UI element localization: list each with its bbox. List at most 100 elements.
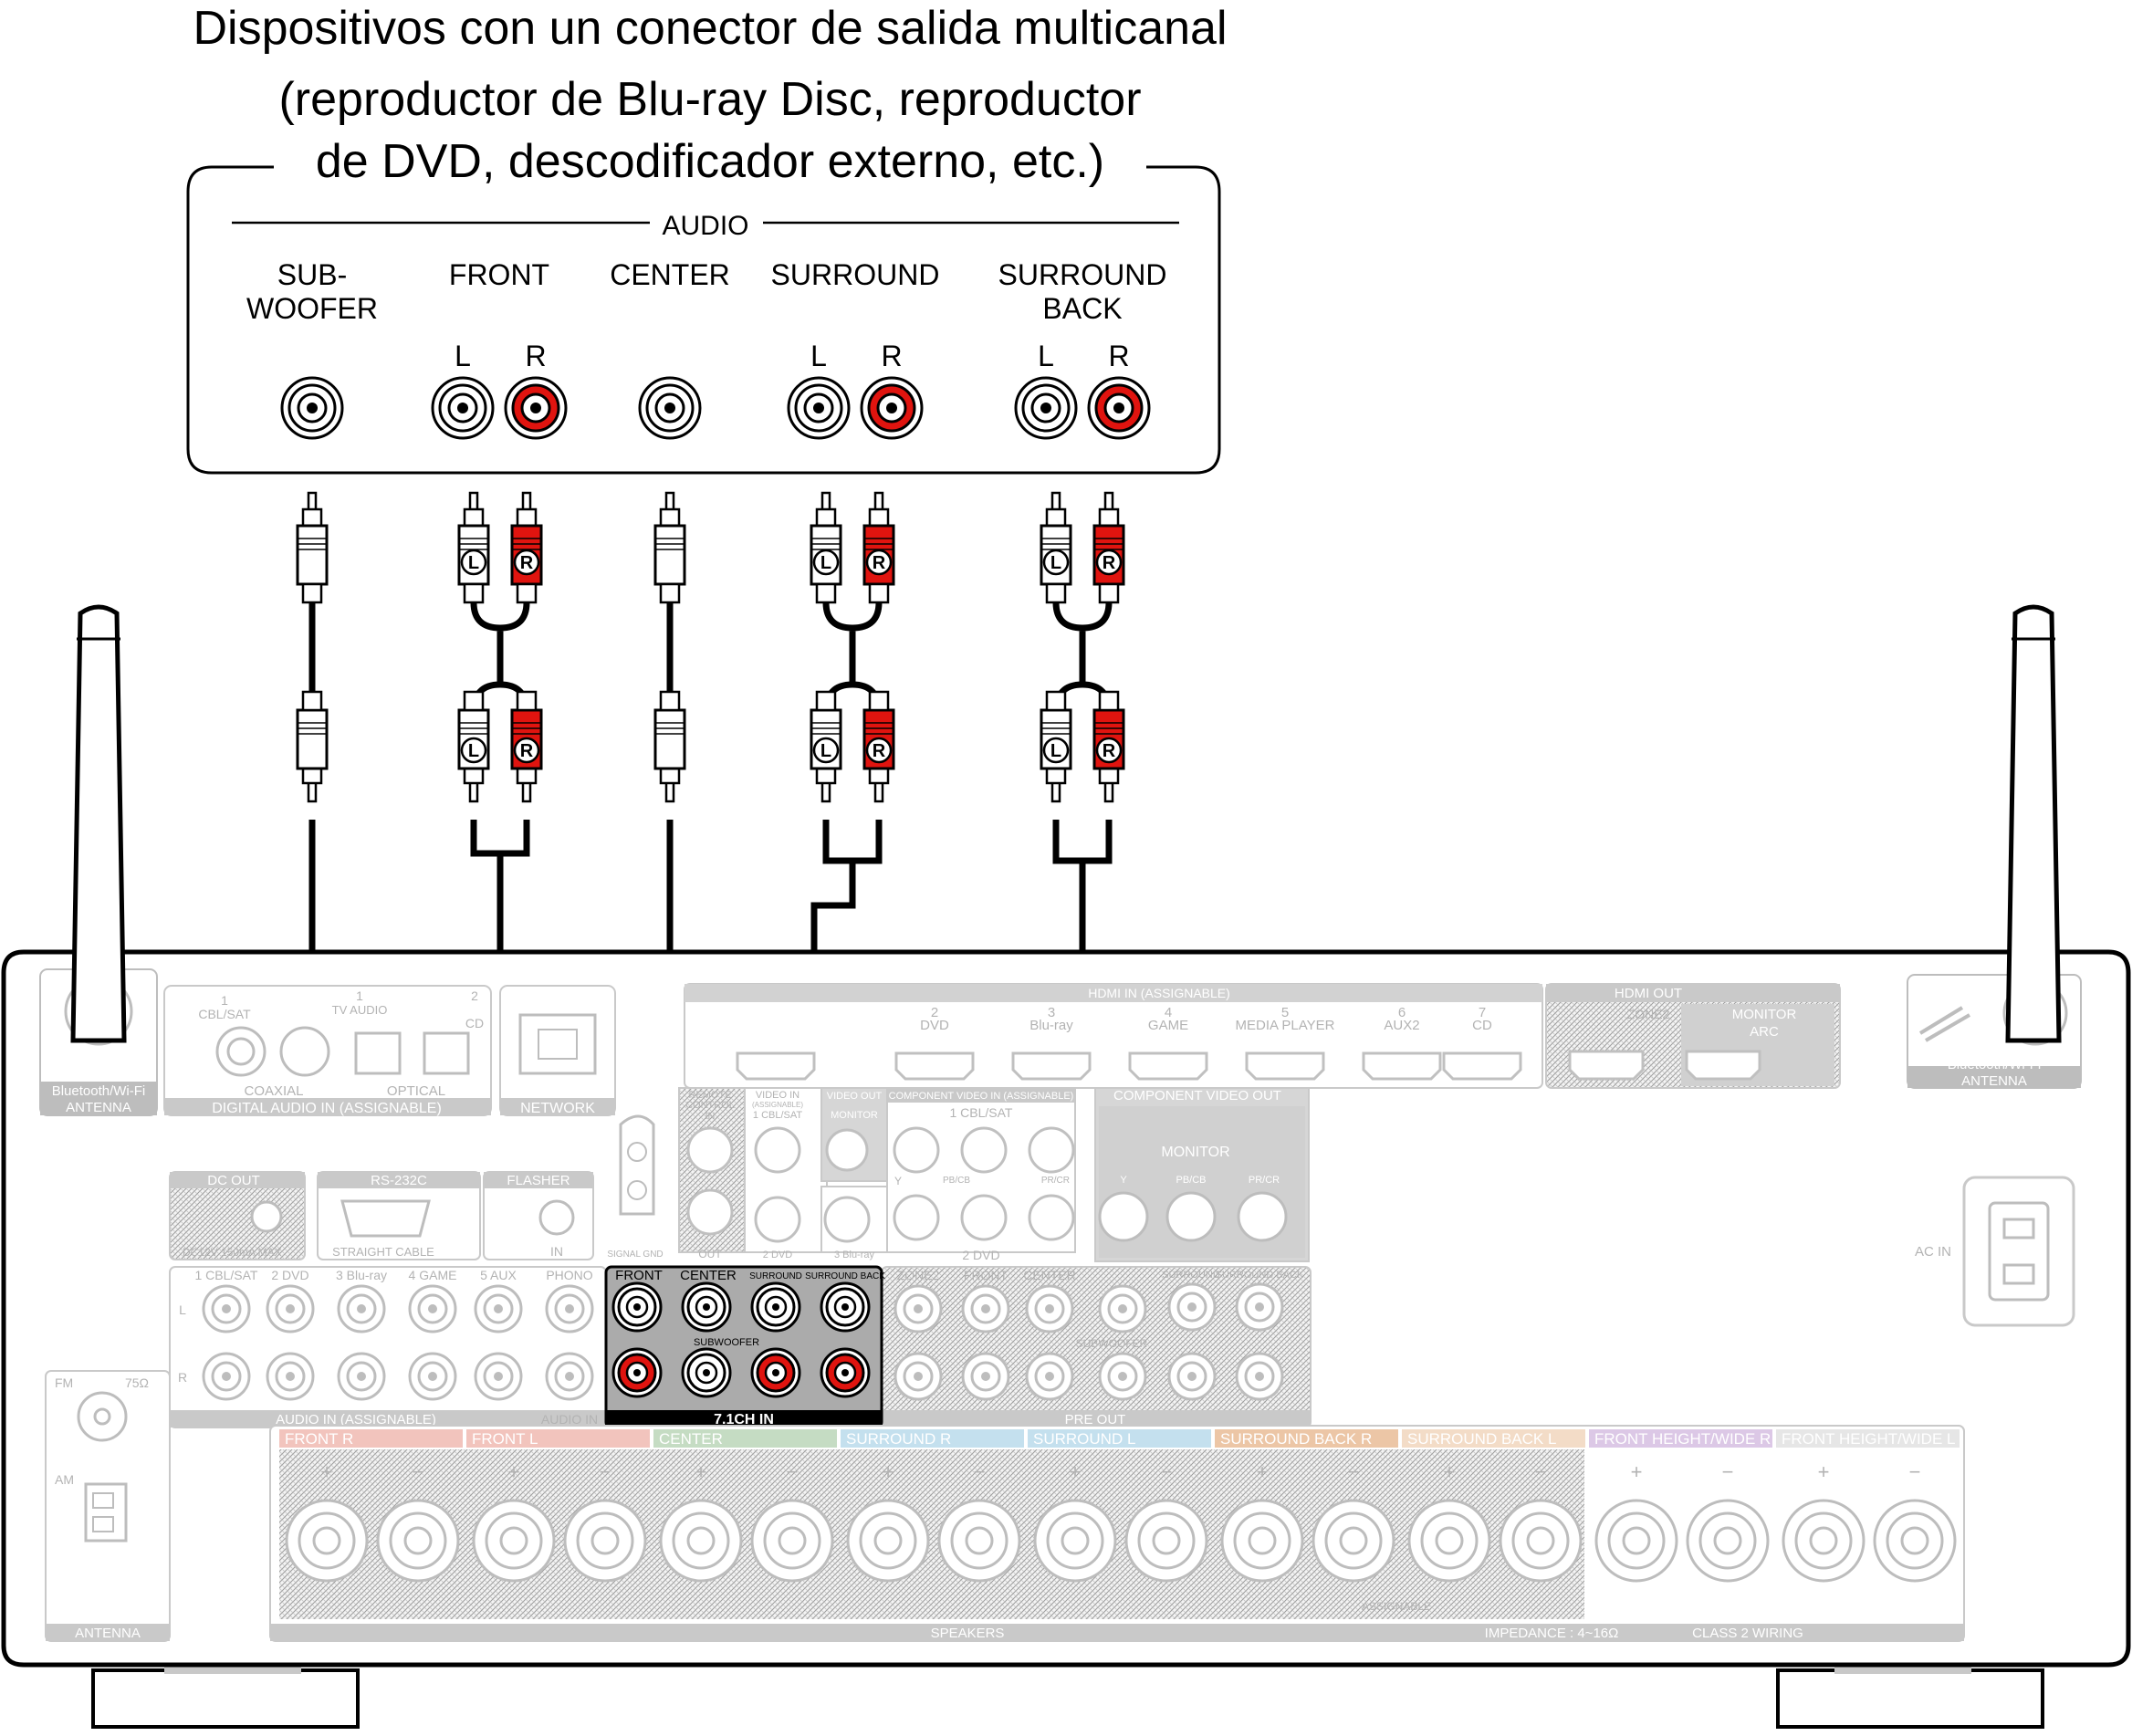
phono-label: PHONO	[546, 1268, 592, 1282]
hdmi-in-name: DVD	[920, 1018, 949, 1033]
plug-surround-r-top: R	[862, 491, 895, 604]
pre-out-center: CENTER	[1023, 1268, 1076, 1282]
source-jack-front-l	[431, 376, 495, 440]
terminal-minus: −	[1909, 1460, 1921, 1483]
ch71-surround-back-l	[820, 1281, 871, 1333]
plug-center-top	[653, 491, 686, 604]
component-out-title: COMPONENT VIDEO OUT	[1113, 1088, 1281, 1103]
ac-in-block: AC IN	[1915, 1176, 2075, 1327]
label-subwoofer-2: WOOFER	[246, 292, 378, 325]
pre-out-jack-bottom-5	[1167, 1352, 1217, 1401]
terminal-minus: −	[1161, 1460, 1173, 1483]
audio-in-jack-l-5	[474, 1284, 523, 1333]
video-in-assignable: (ASSIGNABLE)	[752, 1101, 803, 1109]
plug-front-l-bottom-letter: L	[468, 741, 479, 761]
label-surround-back-1: SURROUND	[998, 258, 1167, 291]
tuner-fm: FM	[55, 1375, 73, 1390]
plug-front-r-top: R	[510, 491, 543, 604]
dig-in1-name: CBL/SAT	[198, 1007, 251, 1021]
speaker-channel-label: FRONT HEIGHT/WIDE L	[1782, 1430, 1955, 1448]
speakers-impedance: IMPEDANCE : 4~16Ω	[1485, 1626, 1619, 1641]
pre-out-jack-bottom-3	[1025, 1352, 1074, 1401]
hdmi-out-block: HDMI OUT ZONE2 MONITOR ARC	[1545, 983, 1841, 1089]
speaker-channel-label: SURROUND BACK R	[1220, 1430, 1372, 1448]
pre-out-jack-sb-1	[1167, 1282, 1217, 1332]
antenna-right-label-1: Bluetooth/Wi-Fi	[1948, 1057, 2042, 1072]
ch71-subwoofer	[681, 1347, 732, 1398]
source-jack-surround-back-r	[1087, 376, 1151, 440]
speaker-channel-2: FRONT L+−	[466, 1429, 650, 1583]
pre-out-jack-sb-2	[1235, 1282, 1284, 1332]
component-in-pb: PB/CB	[943, 1176, 970, 1186]
hdmi-in-block: HDMI IN (ASSIGNABLE) 2DVD3Blu-ray4GAME5M…	[684, 983, 1543, 1089]
plug-surround-r-bottom-letter: R	[873, 741, 886, 761]
plug-subwoofer-bottom	[296, 690, 329, 803]
plug-front-r-top-letter: R	[520, 553, 534, 573]
audio-in-phono-title: AUDIO IN	[541, 1412, 598, 1427]
plug-front-l-top: L	[457, 491, 490, 604]
hdmi-in-title: HDMI IN (ASSIGNABLE)	[1088, 986, 1230, 1000]
speaker-channel-3: CENTER+−	[653, 1429, 837, 1583]
terminal-plus: +	[1444, 1460, 1456, 1483]
audio-section-label: AUDIO	[662, 211, 748, 241]
plug-surround-back-l-bottom: L	[1040, 690, 1072, 803]
ch71-front-label: FRONT	[615, 1268, 663, 1283]
audio-in-jack-r-1	[202, 1352, 251, 1401]
ch71-subwoofer-label: SUBWOOFER	[694, 1337, 759, 1348]
plug-surround-back-l-bottom-letter: L	[1050, 741, 1061, 761]
remote-control-1: REMOTE	[688, 1090, 731, 1101]
terminal-plus: +	[1070, 1460, 1082, 1483]
plug-surround-r-top-letter: R	[873, 553, 886, 573]
title-line-2: (reproductor de Blu-ray Disc, reproducto…	[278, 73, 1141, 126]
plug-surround-back-r-bottom-letter: R	[1103, 741, 1116, 761]
antenna-left	[70, 604, 127, 1043]
speaker-channel-label: SURROUND R	[846, 1430, 951, 1448]
terminal-plus: +	[321, 1460, 333, 1483]
terminal-minus: −	[600, 1460, 611, 1483]
source-jack-surround-back-l	[1014, 376, 1078, 440]
plug-surround-l-bottom: L	[810, 690, 842, 803]
antenna-right-label-2: ANTENNA	[1961, 1073, 2027, 1089]
pre-out-block: PRE OUT ZONE2 FRONT CENTER SURROUND SURR…	[881, 1266, 1312, 1428]
label-surround-l: L	[810, 340, 827, 372]
hdmi-in-7: 7CD	[1442, 1005, 1522, 1081]
speaker-channel-label: SURROUND L	[1033, 1430, 1135, 1448]
audio-in-2: 2 DVD	[271, 1268, 308, 1282]
dig-in1-num: 1	[221, 993, 228, 1008]
audio-in-jack-l-6	[545, 1284, 594, 1333]
component-in-block: COMPONENT VIDEO IN (ASSIGNABLE) 1 CBL/SA…	[886, 1087, 1076, 1262]
speakers-class2: CLASS 2 WIRING	[1692, 1626, 1803, 1641]
plug-surround-l-top-letter: L	[820, 553, 831, 573]
terminal-minus: −	[1535, 1460, 1547, 1483]
audio-in-jack-l-4	[408, 1284, 457, 1333]
component-out-y: Y	[1120, 1175, 1127, 1186]
terminal-minus: −	[1348, 1460, 1360, 1483]
component-in-y: Y	[894, 1175, 902, 1187]
ch71-center-label: CENTER	[680, 1268, 737, 1283]
label-surround: SURROUND	[771, 258, 940, 291]
foot-left	[91, 1668, 360, 1729]
signal-gnd-label: SIGNAL GND	[607, 1250, 663, 1260]
ch71-surround-l	[750, 1281, 801, 1333]
plug-surround-back-r-top: R	[1092, 491, 1125, 604]
label-surround-r: R	[881, 340, 902, 372]
component-in-title: COMPONENT VIDEO IN (ASSIGNABLE)	[889, 1091, 1074, 1102]
video-out-title: VIDEO OUT	[827, 1091, 883, 1102]
antenna-right	[2005, 604, 2062, 1043]
source-jack-subwoofer	[280, 376, 344, 440]
foot-right	[1776, 1668, 2044, 1729]
ac-in-label: AC IN	[1915, 1244, 1951, 1260]
antenna-left-label-1: Bluetooth/Wi-Fi	[52, 1083, 146, 1099]
source-jack-surround-l	[787, 376, 851, 440]
label-front-r: R	[525, 340, 546, 372]
component-out-monitor: MONITOR	[1161, 1145, 1229, 1160]
audio-in-jack-r-2	[266, 1352, 315, 1401]
speaker-channel-label: SURROUND BACK L	[1407, 1430, 1556, 1448]
component-in-2: 2 DVD	[962, 1248, 999, 1262]
ir-out-label: OUT	[698, 1248, 722, 1260]
audio-in-jack-r-4	[408, 1352, 457, 1401]
terminal-minus: −	[413, 1460, 424, 1483]
label-subwoofer-1: SUB-	[277, 258, 347, 291]
